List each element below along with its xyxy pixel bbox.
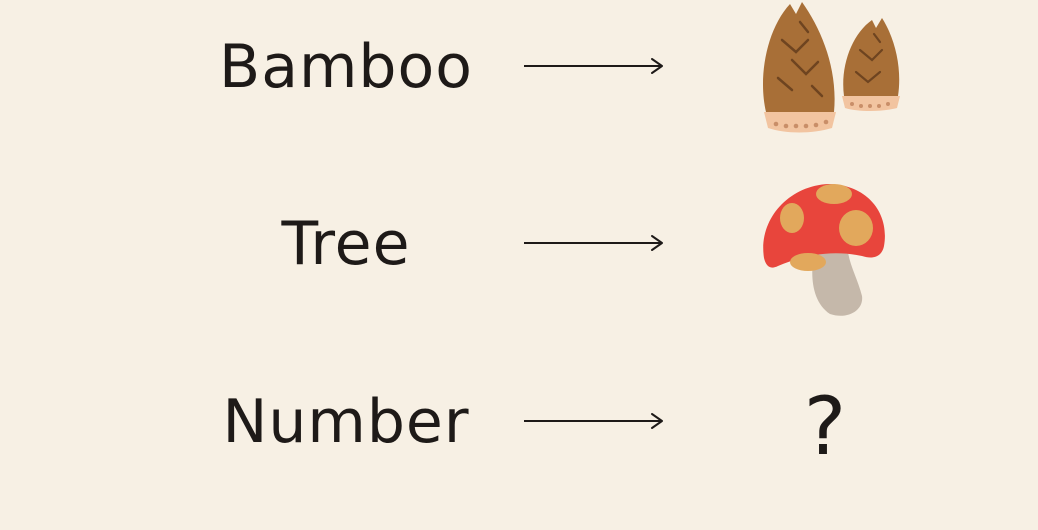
arrow-right-icon — [524, 413, 663, 429]
arrow-right-icon — [524, 235, 663, 251]
row-tree: Tree — [0, 176, 1038, 316]
question-mark: ? — [803, 380, 847, 473]
word-bamboo: Bamboo — [219, 32, 473, 102]
mushroom-icon — [763, 184, 885, 316]
row-bamboo: Bamboo — [0, 0, 1038, 140]
bamboo-shoot-icon — [763, 2, 900, 133]
row-number: Number ? — [0, 352, 1038, 492]
arrow-right-icon — [524, 58, 663, 74]
word-number: Number — [222, 387, 470, 457]
word-tree: Tree — [281, 209, 411, 279]
